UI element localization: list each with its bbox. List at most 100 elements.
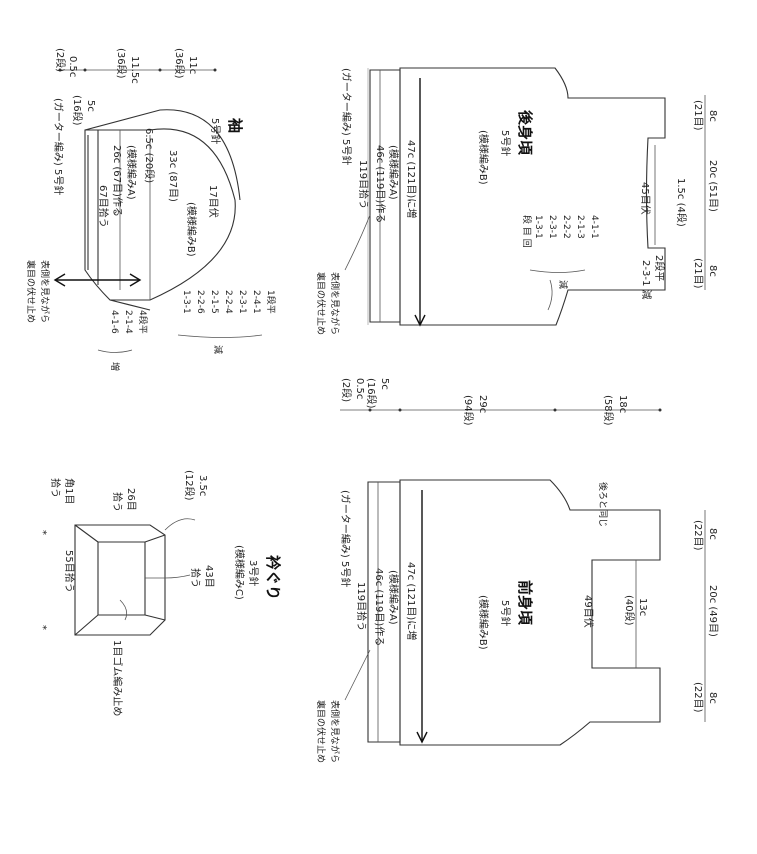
- collar-pick-26b: 拾う: [111, 492, 124, 512]
- sleeve-outline: [84, 128, 236, 301]
- edge-length: 0.5c: [354, 378, 365, 399]
- armhole-rows: (58段): [602, 395, 615, 426]
- svg-text:4-1-6: 4-1-6: [109, 310, 119, 334]
- sleeve-inc-table: 4段平 2-1-4 4-1-6 増: [97, 310, 149, 371]
- front-garter: (ガーター編み) 5号針: [339, 490, 352, 587]
- back-hem-band: [369, 69, 401, 323]
- sleeve-needle: 5号針: [209, 118, 222, 144]
- sleeve-top-len: 11c: [187, 56, 198, 74]
- back-shoulder-left-st: (21目): [692, 100, 703, 131]
- svg-text:4段平: 4段平: [137, 310, 149, 334]
- svg-text:1-3-1: 1-3-1: [533, 215, 543, 239]
- svg-text:減: 減: [212, 345, 224, 354]
- front-pickup: 119目拾う: [355, 582, 368, 631]
- total-rows: (94段): [462, 395, 475, 426]
- collar-depth-rows: (12段): [183, 470, 196, 501]
- collar-pattern: (模様編みC): [233, 545, 246, 600]
- front-shoulder-right: 8c: [707, 692, 718, 704]
- front-hem-band: [367, 481, 401, 743]
- svg-text:2-2-2: 2-2-2: [561, 215, 571, 239]
- back-shoulder-right-st: (21目): [692, 258, 703, 289]
- sleeve-pattern: (模様編みB): [185, 202, 198, 257]
- front-neck-depth: 13c: [637, 598, 648, 616]
- sleeve-top-rows: (36段): [173, 48, 186, 79]
- sleeve-edge: 0.5c: [67, 56, 78, 77]
- collar-depth: 3.5c: [197, 475, 208, 496]
- back-shoulder-left: 8c: [707, 110, 718, 122]
- collar-corner: 角1目: [63, 478, 75, 504]
- sleeve-garter: (ガーター編み) 5号針: [52, 98, 65, 195]
- svg-text:2-1-5: 2-1-5: [209, 290, 219, 314]
- edge-rows: (2段): [340, 378, 353, 402]
- back-title: 後身頃: [516, 109, 534, 156]
- back-garter: (ガーター編み) 5号針: [340, 68, 353, 165]
- svg-text:2-2-4: 2-2-4: [223, 290, 233, 314]
- svg-text:2-4-1: 2-4-1: [251, 290, 261, 314]
- svg-text:2-1-3: 2-1-3: [575, 215, 585, 239]
- svg-text:1段平: 1段平: [265, 290, 277, 314]
- front-bindoff-2: 裏目の伏せ止め: [315, 700, 327, 763]
- collar-pick-55: 55目拾う: [63, 550, 76, 593]
- sleeve-cap-dec-table: 1段平 2-4-1 2-3-1 2-2-4 2-1-5 2-2-6 1-3-1 …: [177, 290, 277, 354]
- front-pattern: (模様編みB): [477, 595, 490, 650]
- front-cast-on: 46c (119目)作る: [373, 568, 385, 646]
- sleeve-cap-len: 11.5c: [129, 56, 140, 84]
- back-pattern-a: (模様編みA): [387, 145, 400, 200]
- collar-star-2: *: [37, 625, 48, 630]
- sleeve-pickup: 67目拾う: [97, 185, 110, 228]
- front-increase: 47c (121目)に増: [405, 562, 418, 640]
- svg-text:2-3-1: 2-3-1: [547, 215, 557, 239]
- ribbing-rows: (16段): [365, 378, 378, 409]
- sleeve-piece: 袖 5号針 11c (36段) 11.5c (36段) 0.5c (2段) 17…: [25, 48, 277, 371]
- sleeve-band: [87, 130, 99, 285]
- back-shoulder-right: 8c: [707, 265, 718, 277]
- sleeve-body-len: 6.5c (20段): [143, 128, 156, 183]
- back-bindoff-2: 裏目の伏せ止め: [315, 272, 327, 335]
- back-neck-width: 20c (51目): [707, 160, 718, 212]
- back-pickup: 119目拾う: [357, 160, 370, 209]
- collar-pick-43b: 拾う: [189, 568, 202, 588]
- back-body-outline: [399, 67, 666, 326]
- body-length-dims: 18c (58段) 29c (94段) 5c (16段) 0.5c (2段): [340, 378, 662, 426]
- sleeve-title: 袖: [226, 118, 244, 133]
- front-shoulder-left: 8c: [707, 528, 718, 540]
- collar-pick-26: 26目: [125, 488, 136, 511]
- sleeve-bindoff-1: 表側を見ながら: [39, 260, 51, 323]
- front-shoulder-left-st: (22目): [692, 520, 703, 551]
- back-cast-on: 46c (119目)作る: [374, 145, 386, 223]
- collar-pick-43: 43目: [203, 565, 214, 588]
- back-needle: 5号針: [499, 130, 512, 156]
- sleeve-rib-rows: (16段): [71, 95, 84, 126]
- front-body-outline: [399, 479, 661, 746]
- front-neck-rows: (40段): [623, 595, 636, 626]
- svg-text:減: 減: [557, 280, 569, 289]
- front-same-as-back: 後ろと同じ: [597, 482, 609, 527]
- front-neck-width: 20c (49目): [707, 585, 718, 637]
- svg-text:増: 増: [109, 362, 121, 371]
- collar-piece: 衿ぐり 3号針 (模様編みC) 3.5c (12段) 26目 拾う 43目 拾う…: [37, 470, 282, 716]
- sleeve-rib-len: 5c: [85, 100, 96, 112]
- front-title: 前身頃: [516, 580, 534, 626]
- svg-text:4-1-1: 4-1-1: [589, 215, 599, 239]
- collar-inner: [97, 541, 146, 616]
- total-length: 29c: [477, 395, 488, 413]
- collar-title: 衿ぐり: [264, 555, 282, 600]
- svg-text:段 目 回: 段 目 回: [521, 215, 533, 248]
- collar-finish: 1目ゴム編み止め: [111, 640, 124, 716]
- svg-text:2-1-4: 2-1-4: [123, 310, 133, 334]
- front-bindoff-1: 表側を見ながら: [329, 700, 341, 763]
- front-shoulder-right-st: (22目): [692, 682, 703, 713]
- collar-needle: 3号針: [247, 560, 260, 586]
- back-body-piece: 後身頃 5号針 (模様編みB) 8c (21目) 20c (51目) 1.5c …: [315, 67, 718, 335]
- sleeve-pattern-a: (模様編みA): [125, 145, 138, 200]
- back-bindoff-1: 表側を見ながら: [329, 272, 341, 335]
- front-neck-bind: 49目伏: [582, 595, 595, 628]
- back-dec-table: 段 目 回 4-1-1 2-1-3 2-2-2 2-3-1 1-3-1 減: [521, 215, 599, 289]
- sleeve-cast-on: 26c (67目)作る: [111, 145, 123, 217]
- back-neck-row2: 2-3-1 減: [640, 260, 653, 299]
- front-pattern-a: (模様編みA): [387, 570, 400, 625]
- back-neck-row1: 2段平: [653, 255, 666, 281]
- back-neck-depth: 1.5c (4段): [675, 178, 688, 227]
